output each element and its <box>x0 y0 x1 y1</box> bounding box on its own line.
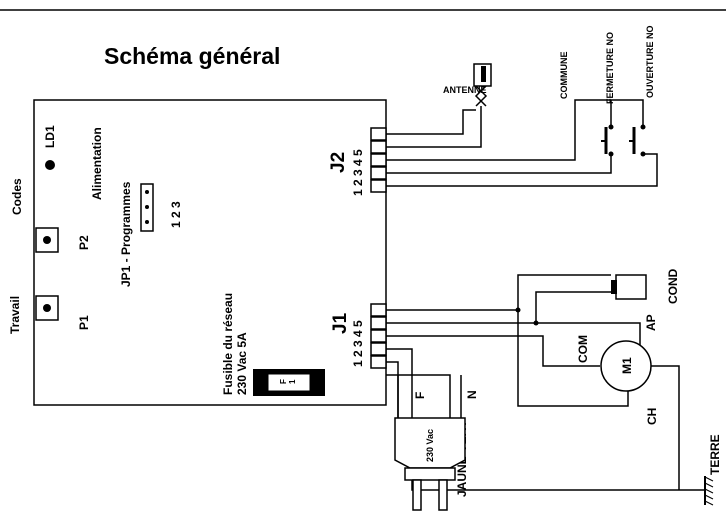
ld1-label: LD1 <box>43 125 57 148</box>
alimentation-label: Alimentation <box>90 127 104 200</box>
diagram-title: Schéma général <box>104 43 280 69</box>
fuse-1: 1 <box>288 379 297 384</box>
commune-wire <box>386 99 644 161</box>
f-label: F <box>413 392 427 399</box>
ap-label: AP <box>644 314 658 331</box>
p2-button <box>35 227 59 253</box>
ouverture-pushbutton-icon <box>629 127 636 154</box>
control-board <box>33 99 387 406</box>
j1-connector <box>370 303 387 369</box>
p1-button <box>35 295 59 321</box>
p2-label: P2 <box>77 235 91 250</box>
ap-wire <box>536 322 641 350</box>
commune-label: COMMUNE <box>559 52 569 100</box>
antenna-signal-wire <box>386 109 476 135</box>
fuse-f: F <box>279 379 288 384</box>
m1-label: M1 <box>620 357 634 374</box>
fermeture-wire <box>386 154 612 174</box>
mains-plug-icon <box>394 417 466 511</box>
jp1-pins: 1 2 3 <box>169 201 183 228</box>
fermeture-label: FERMETURE NO <box>605 32 615 104</box>
j2-connector <box>370 127 387 193</box>
ouverture-wire <box>386 153 658 187</box>
antenne-label: ANTENNE <box>443 85 487 95</box>
cond-wire-1 <box>386 274 611 311</box>
terre-label: TERRE <box>708 434 722 475</box>
cond-label: COND <box>666 268 680 304</box>
com-label: COM <box>576 335 590 363</box>
ld1-led-icon <box>45 160 55 170</box>
capacitor-icon <box>611 274 647 300</box>
plug-label: 230 Vac <box>425 429 435 462</box>
j2-label: J2 <box>328 152 349 173</box>
fuse-label-line1: Fusible du réseau <box>221 293 235 395</box>
fermeture-pushbutton-icon <box>601 127 608 154</box>
travail-label: Travail <box>8 296 22 334</box>
p1-label: P1 <box>77 315 91 330</box>
antenna-ground-wire <box>386 116 482 148</box>
j1-pins: 1 2 3 4 5 <box>351 320 365 367</box>
fuse-holder <box>253 369 325 396</box>
n-label: N <box>465 390 479 399</box>
motor-earth-wire <box>651 365 680 490</box>
ouverture-label: OUVERTURE NO <box>645 25 655 98</box>
jp1-jumper <box>140 183 154 232</box>
fuse-label-line2: 230 Vac 5A <box>235 332 249 395</box>
j2-pins: 1 2 3 4 5 <box>351 149 365 196</box>
ch-label: CH <box>645 408 659 425</box>
ch-wire <box>517 310 629 407</box>
jp1-label: JP1 - Programmes <box>119 181 133 287</box>
cond-wire-2 <box>386 291 611 324</box>
codes-label: Codes <box>10 178 24 215</box>
antenna-icon <box>473 63 492 116</box>
j1-label: J1 <box>330 312 351 334</box>
com-wire <box>386 335 600 367</box>
earth-ground-icon <box>704 476 714 506</box>
